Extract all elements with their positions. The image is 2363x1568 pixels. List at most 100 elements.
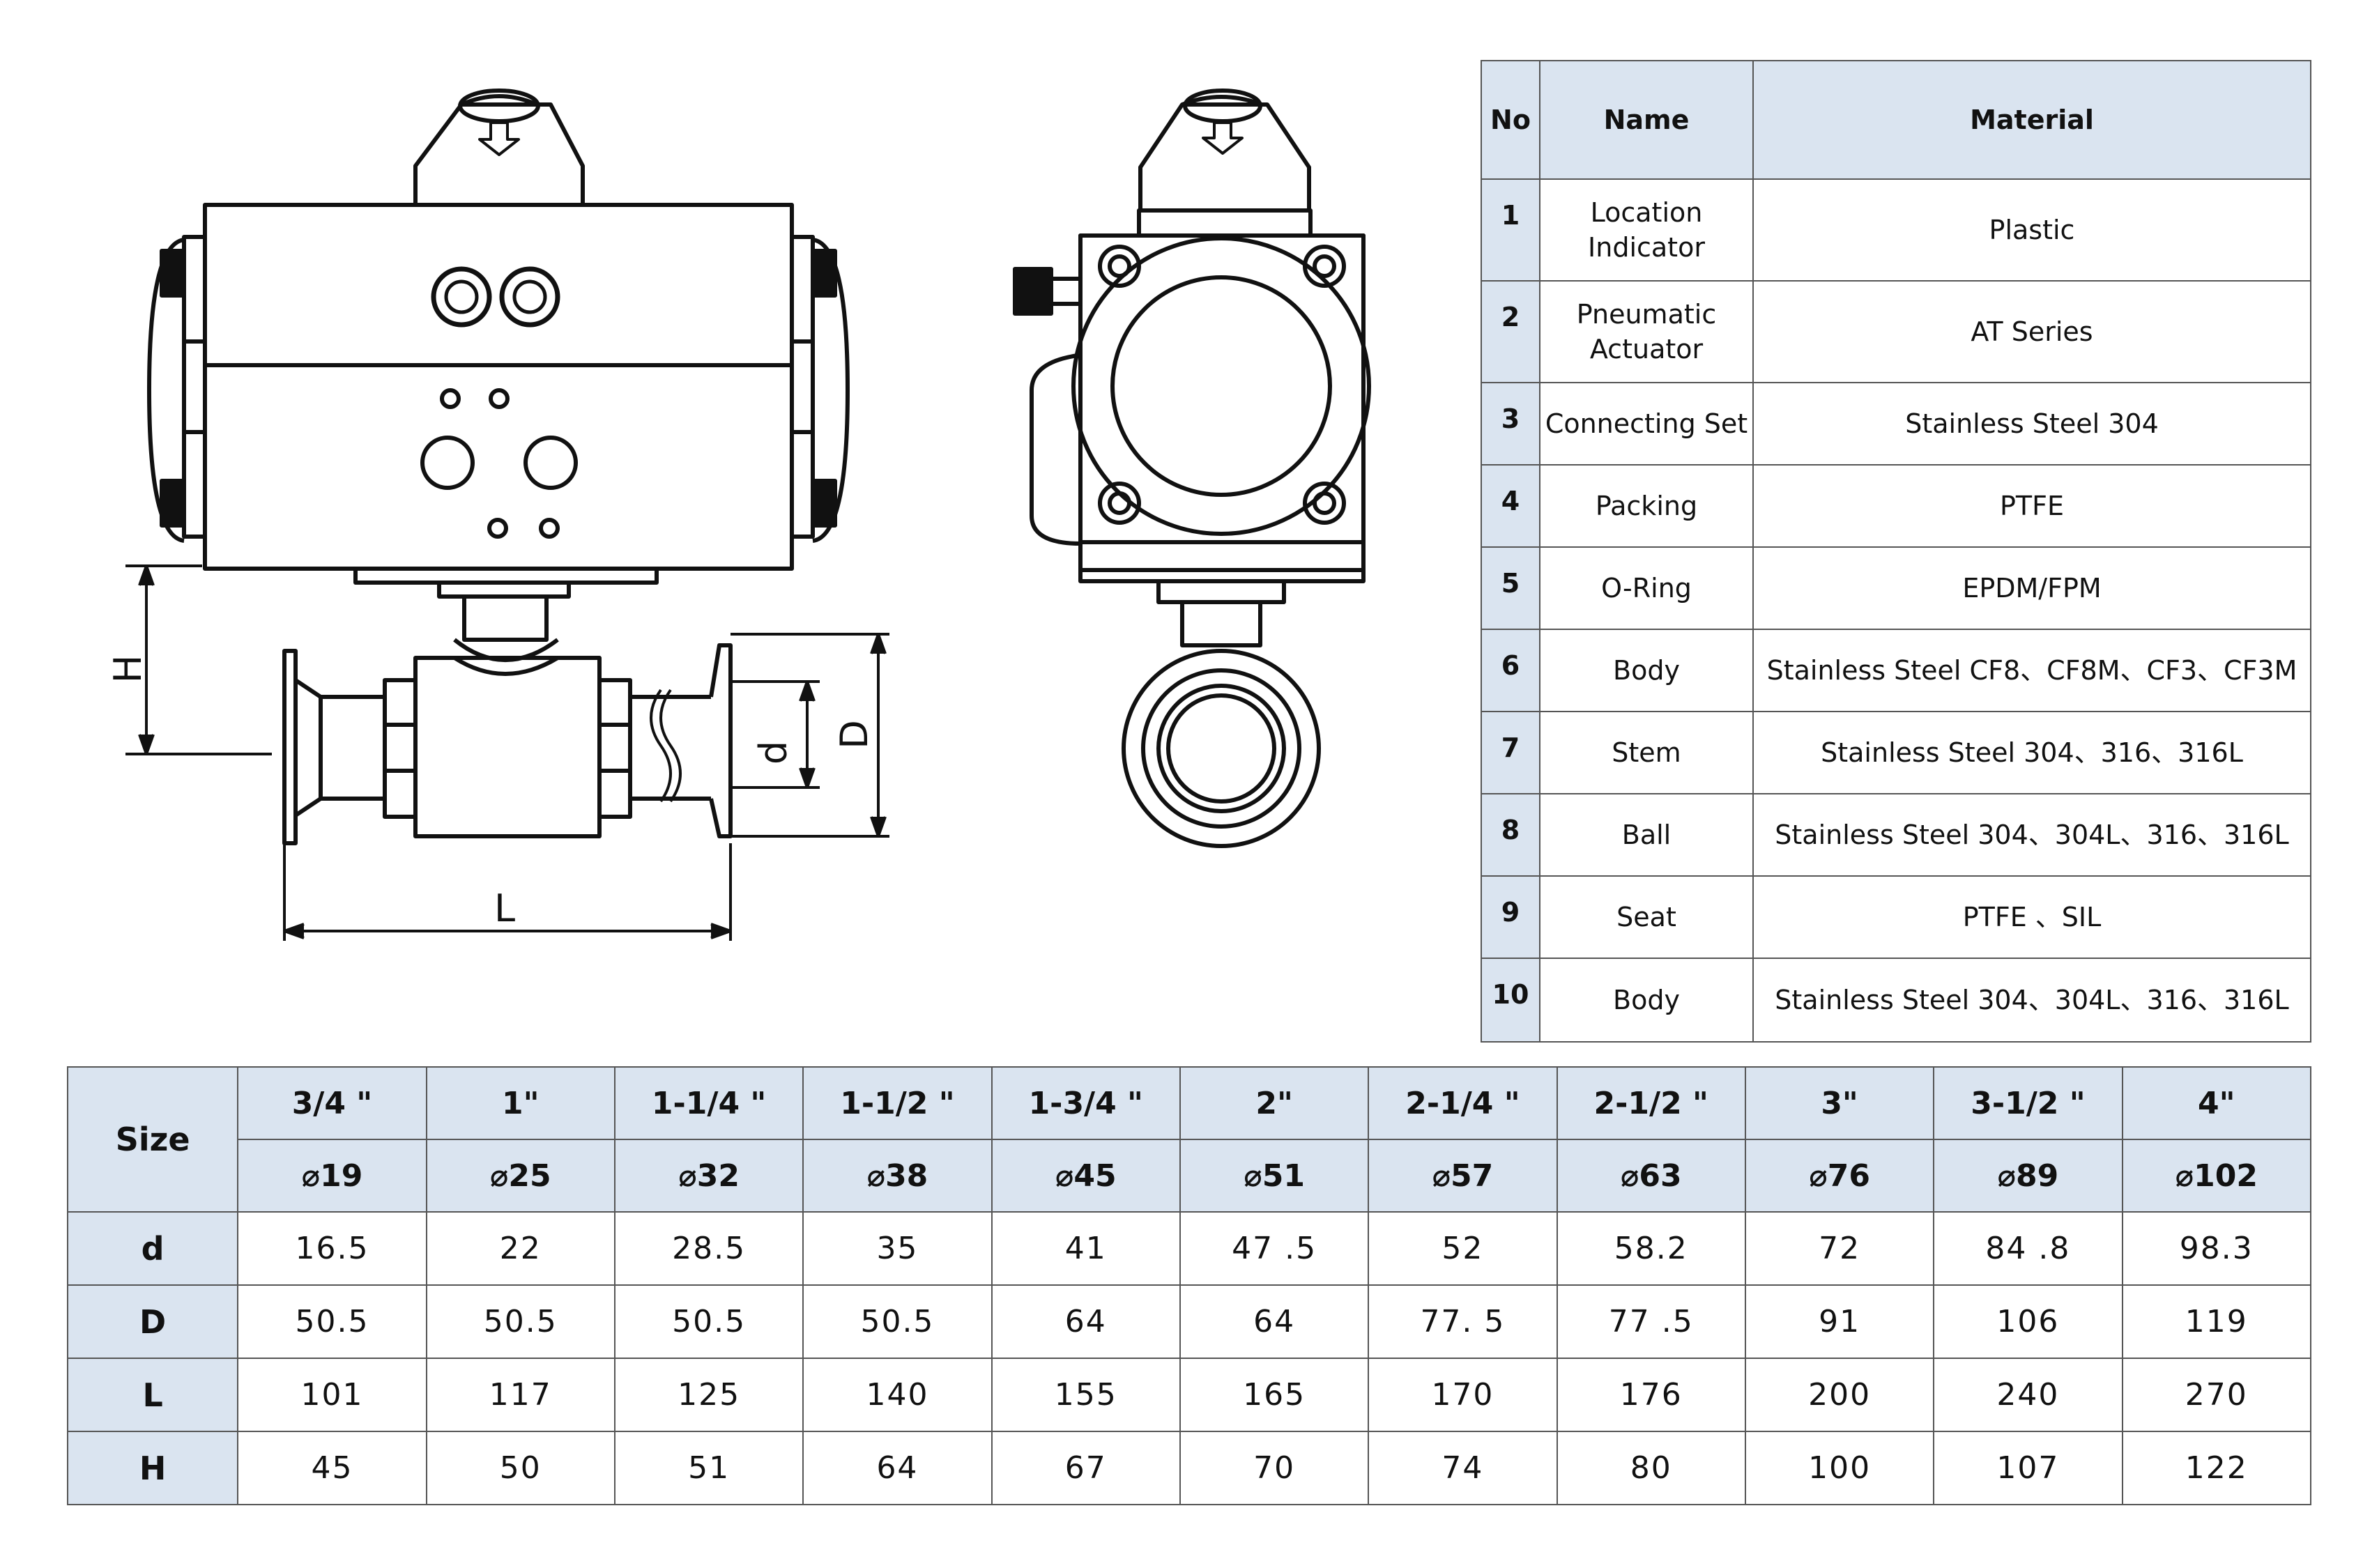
size-dia-cell: ⌀51 [1179,1139,1370,1213]
value-cell: 117 [425,1358,615,1432]
materials-table: No Name Material 1 Location Indicator Pl… [1481,60,2311,1043]
value-cell: 140 [802,1358,993,1432]
row-name: Stem [1539,711,1754,794]
row-name: Body [1539,958,1754,1043]
materials-row: 10 Body Stainless Steel 304、304L、316、316… [1481,958,2311,1043]
value-cell: 165 [1179,1358,1370,1432]
value-cell: 64 [802,1431,993,1505]
value-cell: 51 [613,1431,804,1505]
value-cell: 50.5 [802,1284,993,1359]
value-cell: 125 [613,1358,804,1432]
size-dia-cell: ⌀63 [1556,1139,1746,1213]
size-inch-cell: 1-3/4 " [991,1066,1181,1140]
size-dia-cell: ⌀38 [802,1139,993,1213]
value-cell: 101 [237,1358,427,1432]
size-inch-cell: 4" [2121,1066,2312,1140]
row-no: 7 [1481,711,1540,794]
value-cell: 58.2 [1556,1211,1746,1286]
materials-header-row: No Name Material [1481,60,2311,180]
size-dia-cell: ⌀25 [425,1139,615,1213]
row-name: Body [1539,629,1754,712]
row-material: AT Series [1752,280,2311,383]
value-cell: 84 .8 [1933,1211,2123,1286]
materials-row: 6 Body Stainless Steel CF8、CF8M、CF3、CF3M [1481,629,2311,712]
size-dia-cell: ⌀89 [1933,1139,2123,1213]
front-dimensions [125,564,889,941]
value-cell: 47 .5 [1179,1211,1370,1286]
size-dia-cell: ⌀32 [613,1139,804,1213]
row-no: 4 [1481,464,1540,548]
materials-row: 8 Ball Stainless Steel 304、304L、316、316L [1481,793,2311,877]
row-material: PTFE [1752,464,2311,548]
valve-drawings: H L d D [106,89,1371,941]
row-no: 6 [1481,629,1540,712]
header-no: No [1481,60,1540,180]
value-cell: 122 [2121,1431,2312,1505]
row-name: O-Ring [1539,546,1754,630]
value-cell: 155 [991,1358,1181,1432]
front-actuator [147,203,850,571]
row-material: Stainless Steel 304、304L、316、316L [1752,793,2311,877]
row-label-D: D [66,1284,239,1359]
row-label-d: d [66,1211,239,1286]
row-no: 1 [1481,178,1540,282]
row-name: Connecting Set [1539,382,1754,466]
size-row-D: D 50.5 50.5 50.5 50.5 64 64 77. 5 77 .5 … [66,1284,2312,1359]
front-location-indicator [413,89,585,205]
side-connecting-set [1156,579,1286,647]
row-name: Seat [1539,875,1754,959]
side-valve-body [1122,649,1321,848]
size-inch-cell: 3-1/2 " [1933,1066,2123,1140]
row-no: 3 [1481,382,1540,466]
value-cell: 98.3 [2121,1211,2312,1286]
size-inch-cell: 2" [1179,1066,1370,1140]
dim-label-L: L [494,886,515,930]
value-cell: 52 [1368,1211,1558,1286]
value-cell: 50.5 [613,1284,804,1359]
size-inch-cell: 1-1/2 " [802,1066,993,1140]
row-material: Stainless Steel 304、316、316L [1752,711,2311,794]
size-inch-cell: 3/4 " [237,1066,427,1140]
side-actuator [1013,208,1371,583]
value-cell: 200 [1744,1358,1935,1432]
size-inch-cell: 2-1/4 " [1368,1066,1558,1140]
materials-row: 9 Seat PTFE 、SIL [1481,875,2311,959]
row-no: 8 [1481,793,1540,877]
dim-label-d: d [751,741,795,764]
materials-row: 3 Connecting Set Stainless Steel 304 [1481,382,2311,466]
value-cell: 50.5 [425,1284,615,1359]
size-inch-row: Size 3/4 " 1" 1-1/4 " 1-1/2 " 1-3/4 " 2"… [66,1066,2312,1213]
size-dia-cell: ⌀76 [1744,1139,1935,1213]
materials-row: 5 O-Ring EPDM/FPM [1481,546,2311,630]
row-material: EPDM/FPM [1752,546,2311,630]
value-cell: 35 [802,1211,993,1286]
value-cell: 77. 5 [1368,1284,1558,1359]
row-material: Stainless Steel 304、304L、316、316L [1752,958,2311,1043]
size-row-H: H 45 50 51 64 67 70 74 80 100 107 122 [66,1431,2312,1505]
row-material: Stainless Steel 304 [1752,382,2311,466]
materials-row: 1 Location Indicator Plastic [1481,178,2311,282]
row-label-H: H [66,1431,239,1505]
row-no: 5 [1481,546,1540,630]
size-inch-cell: 3" [1744,1066,1935,1140]
size-dia-row: ⌀19 ⌀25 ⌀32 ⌀38 ⌀45 ⌀51 ⌀57 ⌀63 ⌀76 ⌀89 … [68,1139,2312,1213]
size-dia-cell: ⌀102 [2121,1139,2312,1213]
value-cell: 270 [2121,1358,2312,1432]
value-cell: 100 [1744,1431,1935,1505]
front-valve-body [282,643,733,845]
value-cell: 170 [1368,1358,1558,1432]
value-cell: 64 [1179,1284,1370,1359]
value-cell: 22 [425,1211,615,1286]
value-cell: 70 [1179,1431,1370,1505]
value-cell: 106 [1933,1284,2123,1359]
value-cell: 72 [1744,1211,1935,1286]
materials-row: 2 Pneumatic Actuator AT Series [1481,280,2311,383]
value-cell: 80 [1556,1431,1746,1505]
size-row-d: d 16.5 22 28.5 35 41 47 .5 52 58.2 72 84… [66,1211,2312,1286]
value-cell: 240 [1933,1358,2123,1432]
value-cell: 16.5 [237,1211,427,1286]
front-view: H L d D [106,89,889,941]
size-inch-cell: 1" [425,1066,615,1140]
row-no: 9 [1481,875,1540,959]
materials-row: 7 Stem Stainless Steel 304、316、316L [1481,711,2311,794]
